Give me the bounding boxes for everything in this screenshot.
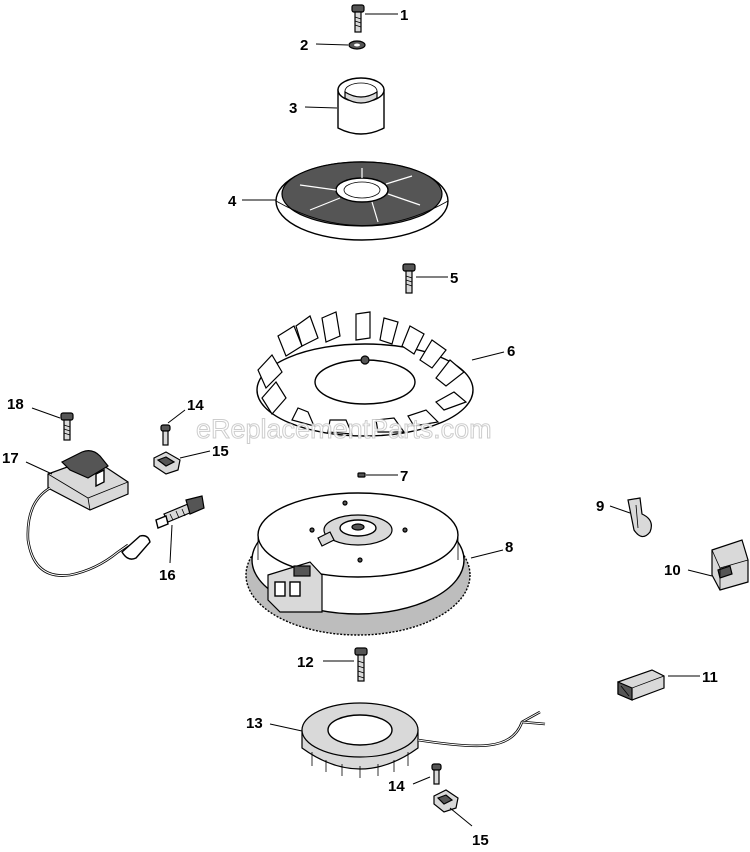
part-14-screw-upper[interactable] xyxy=(160,424,171,446)
label-15-lower[interactable]: 15 xyxy=(472,832,489,849)
leader-17 xyxy=(25,461,53,475)
leader-8 xyxy=(470,549,504,559)
part-2-washer[interactable] xyxy=(348,40,366,50)
label-1[interactable]: 1 xyxy=(400,7,408,24)
label-9[interactable]: 9 xyxy=(596,498,604,515)
leader-3 xyxy=(304,106,338,109)
label-18[interactable]: 18 xyxy=(7,396,24,413)
part-15-clip-lower[interactable] xyxy=(433,789,459,813)
leader-13 xyxy=(269,723,303,732)
part-13-stator[interactable] xyxy=(301,702,546,778)
leader-9 xyxy=(609,505,631,514)
leader-6 xyxy=(471,351,505,361)
label-13[interactable]: 13 xyxy=(246,715,263,732)
part-18-bolt[interactable] xyxy=(60,412,74,441)
leader-2 xyxy=(315,43,349,46)
leader-14-lower xyxy=(412,776,431,785)
leader-18 xyxy=(31,407,61,419)
leader-15-lower xyxy=(449,807,473,827)
part-10-connector[interactable] xyxy=(711,539,749,591)
part-4-screen[interactable] xyxy=(275,161,449,241)
leader-10 xyxy=(687,569,713,577)
part-12-bolt[interactable] xyxy=(354,647,368,682)
label-4[interactable]: 4 xyxy=(228,193,237,210)
label-6[interactable]: 6 xyxy=(507,343,515,360)
label-5[interactable]: 5 xyxy=(450,270,458,287)
label-2[interactable]: 2 xyxy=(300,37,308,54)
label-16[interactable]: 16 xyxy=(159,567,176,584)
label-17[interactable]: 17 xyxy=(2,450,19,467)
label-12[interactable]: 12 xyxy=(297,654,314,671)
part-9-clip[interactable] xyxy=(627,497,652,538)
label-8[interactable]: 8 xyxy=(505,539,513,556)
label-7[interactable]: 7 xyxy=(400,468,408,485)
part-5-bolt[interactable] xyxy=(402,263,416,294)
label-14-upper[interactable]: 14 xyxy=(187,397,204,414)
label-14-lower[interactable]: 14 xyxy=(388,778,405,795)
part-6-fan[interactable] xyxy=(256,311,474,437)
leader-16 xyxy=(169,524,173,564)
label-10[interactable]: 10 xyxy=(664,562,681,579)
leader-15-upper xyxy=(179,450,211,459)
label-11[interactable]: 11 xyxy=(702,669,718,686)
watermark-text: eReplacementParts.com xyxy=(196,414,492,444)
label-3[interactable]: 3 xyxy=(289,100,297,117)
part-8-flywheel[interactable] xyxy=(245,492,471,636)
part-16-terminal-stud[interactable] xyxy=(155,495,205,529)
part-11-terminal[interactable] xyxy=(617,669,665,701)
label-15-upper[interactable]: 15 xyxy=(212,443,229,460)
part-14-screw-lower[interactable] xyxy=(431,763,442,785)
part-1-bolt[interactable] xyxy=(351,4,365,33)
part-3-cup[interactable] xyxy=(337,77,385,135)
part-7-key[interactable] xyxy=(357,472,366,478)
part-15-clip-upper[interactable] xyxy=(153,451,181,475)
part-17-ignition-module[interactable] xyxy=(26,450,151,577)
leader-14-upper xyxy=(167,409,186,424)
